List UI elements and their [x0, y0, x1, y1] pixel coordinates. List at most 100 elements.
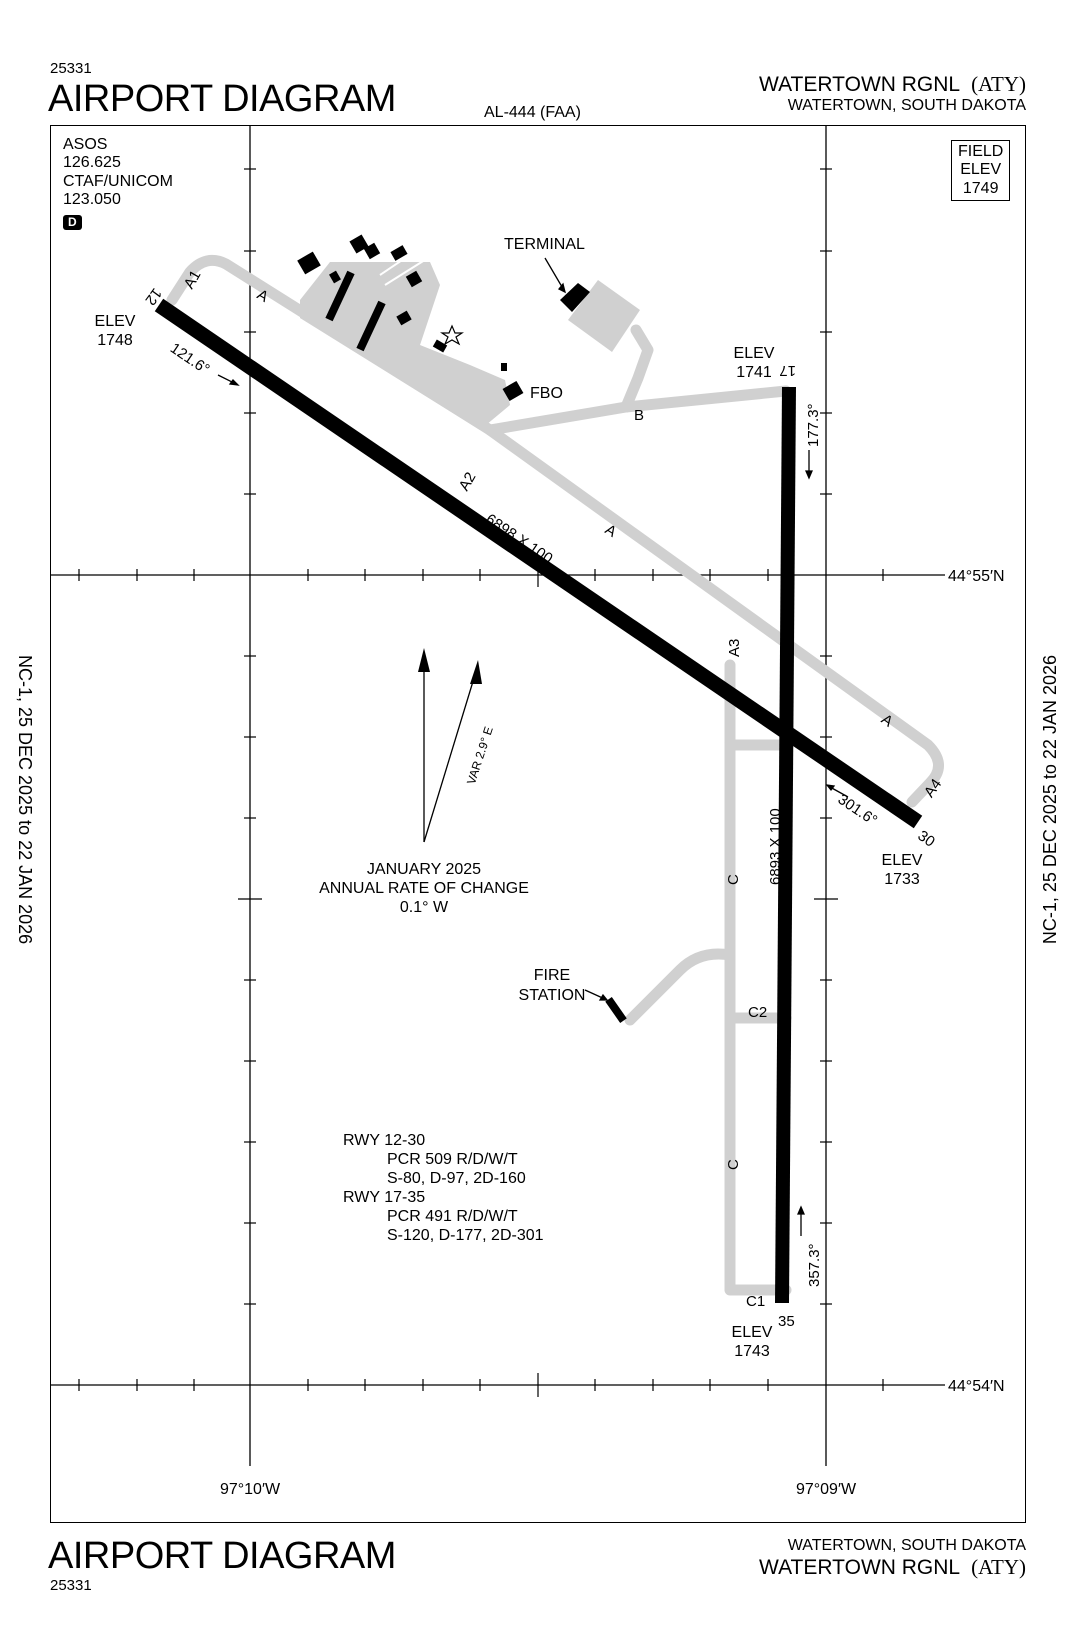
fbo-building — [502, 380, 524, 402]
lon-east-label: 97°09′W — [796, 1481, 857, 1498]
hangar — [390, 245, 408, 261]
fbo-label: FBO — [530, 385, 563, 402]
taxiway-label-a4: A4 — [921, 776, 945, 801]
field-elev-line1: FIELD — [958, 143, 1004, 160]
lat-north-label: 44°55′N — [948, 568, 1005, 585]
taxiway-label-c1: C1 — [746, 1293, 765, 1310]
hangar — [349, 234, 369, 254]
lat-south-label: 44°54′N — [948, 1378, 1005, 1395]
pavement-rwy2-pcr: PCR 491 R/D/W/T — [387, 1208, 518, 1225]
magnetic-north-arrowhead-icon — [470, 660, 482, 684]
left-effective-dates: NC-1, 25 DEC 2025 to 22 JAN 2026 — [15, 655, 35, 945]
airport-location: WATERTOWN, SOUTH DAKOTA — [787, 97, 1026, 114]
runway-17-heading: 177.3° — [805, 403, 822, 447]
fire-station-label-1: FIRE — [534, 967, 570, 984]
footer-airport-name: WATERTOWN RGNL (ATY) — [759, 1555, 1026, 1579]
runway-end-35: 35 — [778, 1313, 795, 1330]
comms-block: ASOS 126.625 CTAF/UNICOM 123.050 D — [63, 136, 173, 231]
taxiway-label-a1: A1 — [181, 267, 205, 291]
taxiway-b-terminal — [620, 324, 654, 413]
elev-12-value: 1748 — [97, 332, 133, 349]
taxiway-label-c: C — [725, 1159, 742, 1170]
taxiway-label-c: C — [725, 874, 742, 885]
terminal-label: TERMINAL — [504, 236, 585, 253]
magnetic-rate-value: 0.1° W — [400, 899, 449, 916]
taxiway-label-c2: C2 — [748, 1004, 767, 1021]
elev-30-value: 1733 — [884, 871, 920, 888]
hangar — [363, 242, 381, 260]
grid-ticks — [78, 168, 884, 1397]
pavement-rwy2: RWY 17-35 — [343, 1189, 425, 1206]
footer-title: AIRPORT DIAGRAM — [48, 1535, 396, 1577]
taxiway-c — [724, 659, 792, 1296]
runway-end-17: 17 — [779, 362, 796, 379]
field-elev-value: 1749 — [962, 179, 999, 197]
heading-arrows — [217, 374, 849, 1236]
diagram-frame — [50, 125, 1026, 1523]
procedure-id: AL-444 (FAA) — [484, 104, 581, 121]
magnetic-variation: VAR 2.9° E — [464, 725, 496, 786]
taxiway-label-a: A — [602, 521, 620, 541]
asos-frequency: 126.625 — [63, 154, 121, 172]
taxiway-label-a2: A2 — [456, 469, 480, 493]
elev-35-label: ELEV — [732, 1324, 773, 1341]
ctaf-frequency: 123.050 — [63, 191, 121, 209]
field-elev-line2: ELEV — [960, 161, 1002, 179]
asos-label: ASOS — [63, 136, 108, 153]
elev-17-value: 1741 — [736, 364, 772, 381]
footer-airport-name-text: WATERTOWN RGNL — [759, 1556, 960, 1579]
elev-17-label: ELEV — [734, 345, 775, 362]
airport-name-header: WATERTOWN RGNL (ATY) — [759, 72, 1026, 96]
t-hangar — [356, 300, 386, 352]
runway-12-30 — [154, 298, 923, 829]
building — [432, 339, 448, 353]
pavement-rwy1: RWY 12-30 — [343, 1132, 425, 1149]
buildings — [297, 234, 627, 1023]
taxiway-label-a3: A3 — [726, 639, 743, 657]
footer-location: WATERTOWN, SOUTH DAKOTA — [787, 1537, 1026, 1554]
terminal-apron — [568, 280, 640, 352]
fire-station-label-2: STATION — [519, 987, 586, 1004]
main-apron — [300, 262, 510, 430]
lon-west-label: 97°10′W — [220, 1481, 281, 1498]
terminal-building — [560, 283, 590, 312]
airport-id: (ATY) — [971, 72, 1026, 96]
taxiway-label-b: B — [634, 407, 644, 424]
elev-35-value: 1743 — [734, 1343, 770, 1360]
pavement-rwy1-wt: S-80, D-97, 2D-160 — [387, 1170, 526, 1187]
ctaf-label: CTAF/UNICOM — [63, 172, 173, 190]
magnetic-north-line — [423, 664, 479, 843]
building — [501, 363, 507, 371]
elev-12-label: ELEV — [95, 313, 136, 330]
hangar — [297, 251, 321, 275]
pavement-rwy2-wt: S-120, D-177, 2D-301 — [387, 1227, 544, 1244]
magnetic-arrows — [423, 664, 479, 843]
runway-end-12: 12 — [141, 285, 165, 308]
pavement-rwy1-pcr: PCR 509 R/D/W/T — [387, 1151, 518, 1168]
airport-name: WATERTOWN RGNL — [759, 73, 960, 96]
runway-35-heading: 357.3° — [806, 1243, 823, 1287]
footer-chart-number: 25331 — [50, 1577, 92, 1594]
runway-17-35 — [775, 386, 796, 1304]
hangar — [405, 270, 423, 288]
hangar — [396, 310, 412, 326]
hangar — [329, 270, 341, 284]
runway-17-35-dims: 6893 X 100 — [767, 808, 784, 885]
magnetic-date: JANUARY 2025 — [367, 861, 481, 878]
grid-lines — [50, 125, 945, 1466]
leader-lines — [544, 257, 609, 1001]
taxiway-fire — [624, 948, 736, 1026]
true-north-arrowhead-icon — [418, 648, 430, 672]
chart-number: 25331 — [50, 60, 92, 77]
elev-30-label: ELEV — [882, 852, 923, 869]
magnetic-rate-label: ANNUAL RATE OF CHANGE — [319, 880, 529, 897]
tie-down-lines — [379, 247, 429, 286]
footer-airport-id: (ATY) — [971, 1555, 1026, 1579]
taxiways — [166, 254, 944, 1296]
t-hangar — [325, 270, 355, 322]
atis-d-symbol-icon: D — [63, 214, 82, 231]
beacon-icon — [440, 324, 464, 346]
field-elevation-box: FIELD ELEV 1749 — [951, 140, 1011, 202]
runway-end-30: 30 — [914, 827, 937, 850]
